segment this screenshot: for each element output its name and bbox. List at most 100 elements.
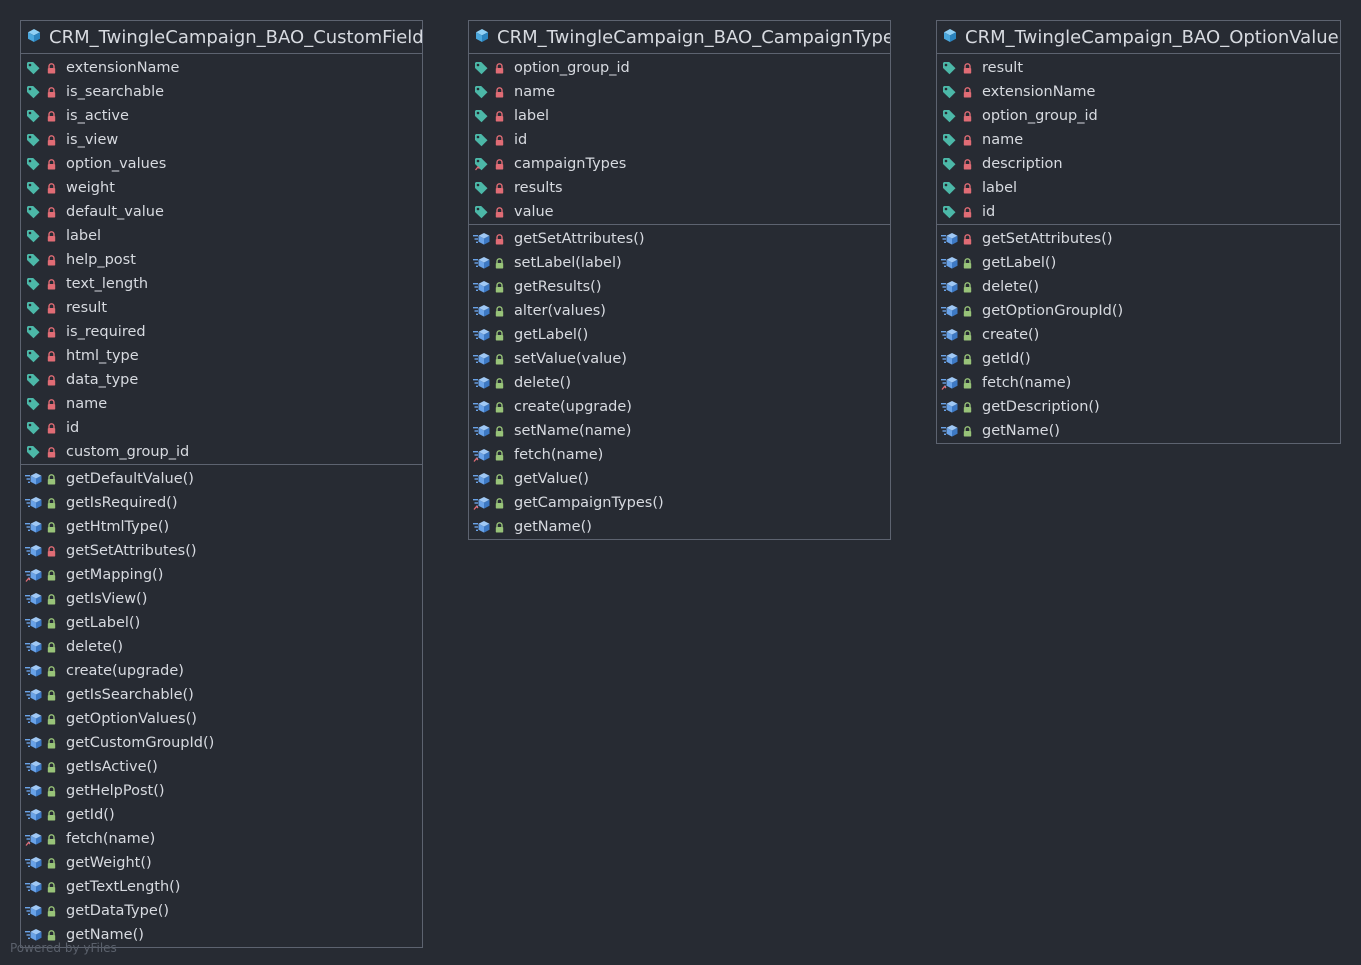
method-row[interactable]: fetch(name) (21, 827, 422, 851)
method-row[interactable]: getMapping() (21, 563, 422, 587)
method-row[interactable]: getDescription() (937, 395, 1340, 419)
method-row[interactable]: delete() (469, 371, 890, 395)
lock-public-icon (493, 329, 505, 341)
method-row[interactable]: getOptionValues() (21, 707, 422, 731)
method-row[interactable]: getHelpPost() (21, 779, 422, 803)
method-row[interactable]: delete() (21, 635, 422, 659)
class-box-custom-field[interactable]: CRM_TwingleCampaign_BAO_CustomField exte… (20, 20, 423, 948)
method-row[interactable]: getCustomGroupId() (21, 731, 422, 755)
method-row[interactable]: getIsActive() (21, 755, 422, 779)
field-row[interactable]: option_group_id (937, 104, 1340, 128)
method-row[interactable]: setLabel(label) (469, 251, 890, 275)
lock-public-icon (493, 521, 505, 533)
method-name: getName() (514, 519, 592, 535)
field-row[interactable]: results (469, 176, 890, 200)
field-row[interactable]: name (469, 80, 890, 104)
method-row[interactable]: getIsRequired() (21, 491, 422, 515)
field-row[interactable]: option_values (21, 152, 422, 176)
field-row[interactable]: name (937, 128, 1340, 152)
method-row[interactable]: getLabel() (937, 251, 1340, 275)
field-row[interactable]: extensionName (21, 56, 422, 80)
lock-public-icon (961, 377, 973, 389)
method-row[interactable]: delete() (937, 275, 1340, 299)
field-row[interactable]: is_searchable (21, 80, 422, 104)
field-row[interactable]: weight (21, 176, 422, 200)
method-row[interactable]: getDefaultValue() (21, 467, 422, 491)
field-row[interactable]: value (469, 200, 890, 224)
method-row[interactable]: getIsSearchable() (21, 683, 422, 707)
field-row[interactable]: text_length (21, 272, 422, 296)
method-row[interactable]: create(upgrade) (21, 659, 422, 683)
field-row[interactable]: name (21, 392, 422, 416)
field-row[interactable]: default_value (21, 200, 422, 224)
method-row[interactable]: fetch(name) (469, 443, 890, 467)
field-row[interactable]: label (469, 104, 890, 128)
tag-icon (25, 205, 43, 219)
class-box-option-value[interactable]: CRM_TwingleCampaign_BAO_OptionValue resu… (936, 20, 1341, 444)
field-row[interactable]: campaignTypes (469, 152, 890, 176)
class-box-campaign-type[interactable]: CRM_TwingleCampaign_BAO_CampaignType opt… (468, 20, 891, 540)
method-row[interactable]: getSetAttributes() (21, 539, 422, 563)
method-icon (25, 616, 43, 630)
field-row[interactable]: is_view (21, 128, 422, 152)
field-row[interactable]: data_type (21, 368, 422, 392)
field-name: campaignTypes (514, 156, 627, 172)
field-row[interactable]: result (937, 56, 1340, 80)
method-row[interactable]: getId() (21, 803, 422, 827)
field-row[interactable]: id (937, 200, 1340, 224)
field-row[interactable]: id (469, 128, 890, 152)
tag-icon (941, 181, 959, 195)
method-row[interactable]: getSetAttributes() (937, 227, 1340, 251)
method-row[interactable]: alter(values) (469, 299, 890, 323)
method-row[interactable]: getHtmlType() (21, 515, 422, 539)
field-row[interactable]: help_post (21, 248, 422, 272)
lock-private-icon (45, 545, 57, 557)
method-row[interactable]: getLabel() (21, 611, 422, 635)
method-row[interactable]: getOptionGroupId() (937, 299, 1340, 323)
field-row[interactable]: label (21, 224, 422, 248)
method-row[interactable]: create(upgrade) (469, 395, 890, 419)
method-row[interactable]: fetch(name) (937, 371, 1340, 395)
method-row[interactable]: getIsView() (21, 587, 422, 611)
field-row[interactable]: extensionName (937, 80, 1340, 104)
field-name: option_values (66, 156, 167, 172)
method-row[interactable]: create() (937, 323, 1340, 347)
method-row[interactable]: getValue() (469, 467, 890, 491)
field-row[interactable]: id (21, 416, 422, 440)
field-row[interactable]: result (21, 296, 422, 320)
method-row[interactable]: getLabel() (469, 323, 890, 347)
class-header[interactable]: CRM_TwingleCampaign_BAO_CampaignType (469, 21, 890, 54)
lock-private-icon (45, 326, 57, 338)
field-row[interactable]: is_required (21, 320, 422, 344)
field-row[interactable]: custom_group_id (21, 440, 422, 464)
method-row[interactable]: setValue(value) (469, 347, 890, 371)
method-icon (473, 424, 491, 438)
method-name: getLabel() (982, 255, 1057, 271)
lock-private-icon (45, 206, 57, 218)
method-icon (473, 280, 491, 294)
method-row[interactable]: getId() (937, 347, 1340, 371)
method-name: getSetAttributes() (514, 231, 645, 247)
lock-public-icon (961, 401, 973, 413)
field-row[interactable]: option_group_id (469, 56, 890, 80)
method-row[interactable]: setName(name) (469, 419, 890, 443)
method-row[interactable]: getDataType() (21, 899, 422, 923)
field-row[interactable]: is_active (21, 104, 422, 128)
method-row[interactable]: getName() (469, 515, 890, 539)
method-name: getOptionGroupId() (982, 303, 1124, 319)
method-row[interactable]: getResults() (469, 275, 890, 299)
method-row[interactable]: getCampaignTypes() (469, 491, 890, 515)
field-row[interactable]: html_type (21, 344, 422, 368)
method-row[interactable]: getTextLength() (21, 875, 422, 899)
tag-icon (25, 253, 43, 267)
field-name: id (66, 420, 80, 436)
field-row[interactable]: description (937, 152, 1340, 176)
method-row[interactable]: getName() (937, 419, 1340, 443)
field-row[interactable]: label (937, 176, 1340, 200)
method-row[interactable]: getSetAttributes() (469, 227, 890, 251)
method-row[interactable]: getName() (21, 923, 422, 947)
method-row[interactable]: getWeight() (21, 851, 422, 875)
lock-private-icon (45, 62, 57, 74)
class-header[interactable]: CRM_TwingleCampaign_BAO_OptionValue (937, 21, 1340, 54)
class-header[interactable]: CRM_TwingleCampaign_BAO_CustomField (21, 21, 422, 54)
